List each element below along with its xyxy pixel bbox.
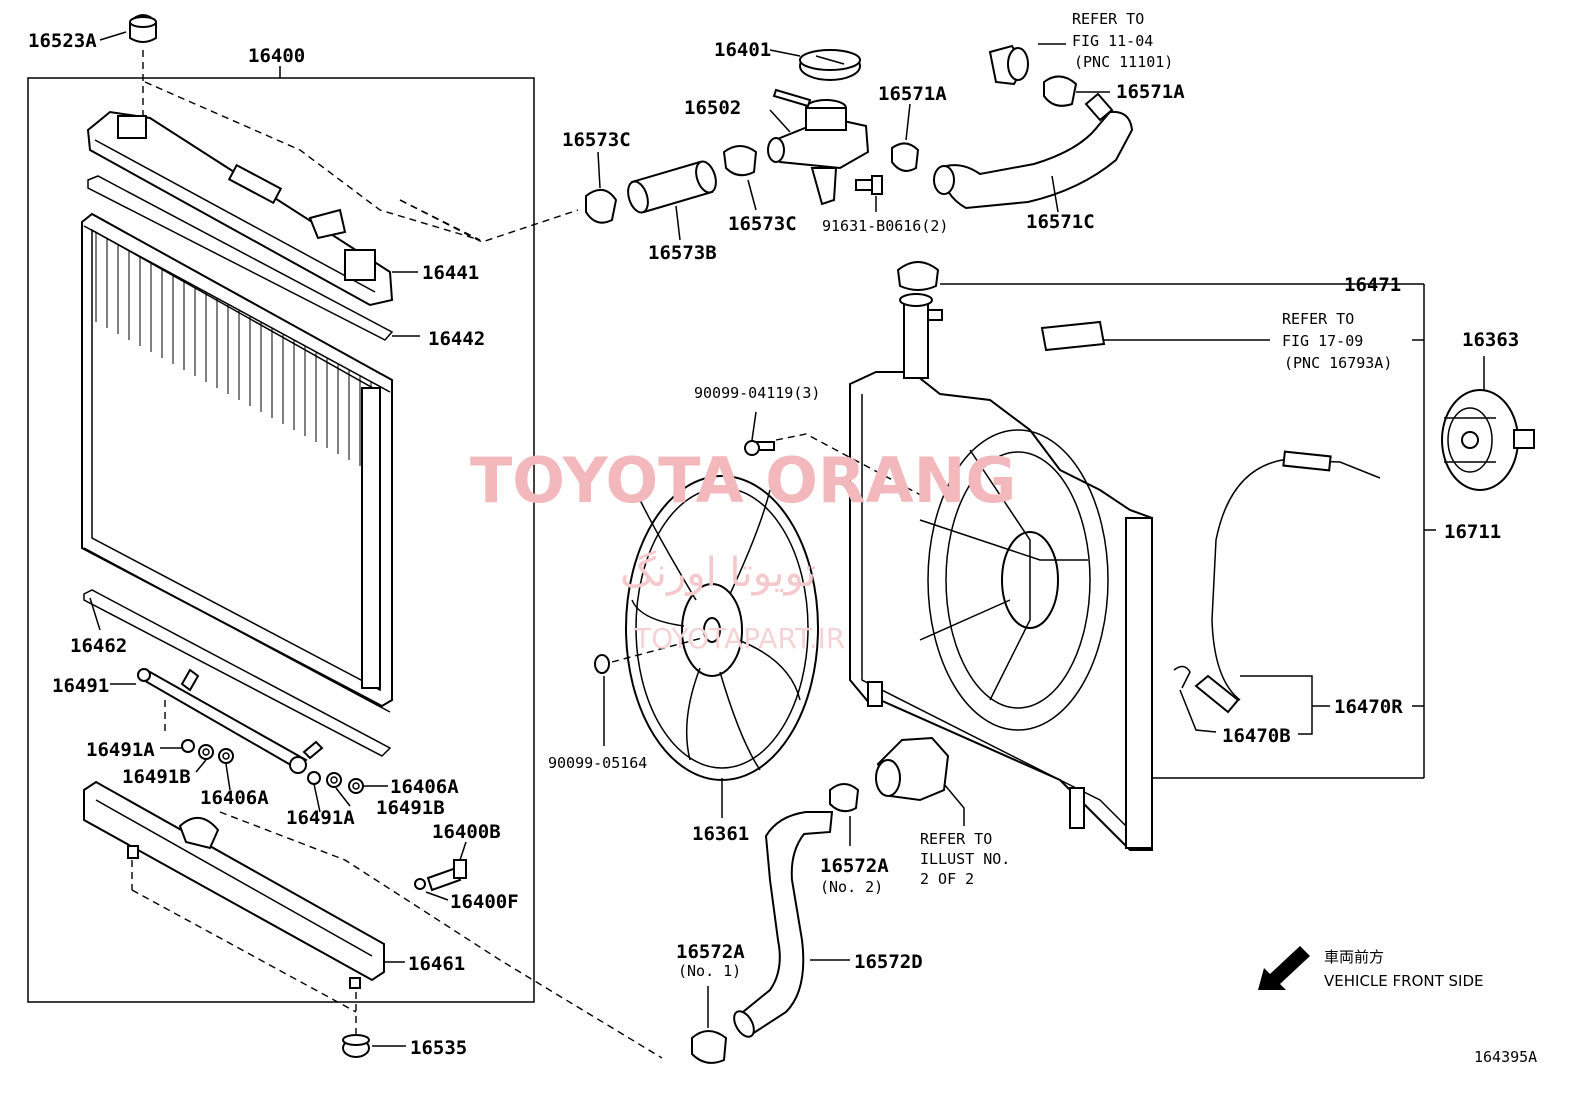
label-16491B-2: 16491B [376,797,445,819]
label-16572A-1-note: (No. 1) [678,962,741,980]
filler-neck-16502 [767,88,870,206]
label-16572A-2: 16572A [820,855,889,877]
upper-pipe-connector [988,44,1029,86]
label-16502: 16502 [684,97,741,119]
ref-fig1104-line1: REFER TO [1072,10,1144,28]
label-16442: 16442 [428,328,485,350]
clamp-16573C-2 [722,145,758,177]
ref-fig1709-line1: REFER TO [1282,310,1354,328]
clamp-16573C [585,189,618,224]
label-16572D: 16572D [854,951,923,973]
gasket-16442 [87,175,394,341]
label-16406A-2: 16406A [390,776,459,798]
label-16572A-1: 16572A [676,941,745,963]
label-16573C-2: 16573C [728,213,797,235]
drain-cock-16400B [414,859,467,892]
label-16711: 16711 [1444,521,1501,543]
radiator-cap-16401 [799,49,861,81]
hose-16573B [627,160,717,214]
lower-tank-16461 [83,780,385,989]
front-side-jp: 車両前方 [1324,948,1384,966]
label-91631-B0616: 91631-B0616(2) [822,217,948,235]
lower-hose-16572D [733,811,834,1038]
bolt-90099-04119 [744,440,775,456]
clamp-16571A-2 [1043,75,1078,107]
label-16573B: 16573B [648,242,717,264]
watermark-site: TOYOTAPART.IR [633,622,845,655]
drain-pipe-16491 [137,668,324,774]
label-16572A-2-note: (No. 2) [820,878,883,896]
radiator-cap-16523A [129,14,157,43]
hose-16571C [933,92,1134,210]
label-16462: 16462 [70,635,127,657]
reservoir-cap-16471 [896,261,940,291]
label-90099-05164: 90099-05164 [548,754,647,772]
label-16406A-1: 16406A [200,787,269,809]
label-16535: 16535 [410,1037,467,1059]
nut-90099-05164 [594,654,610,674]
ref-fig1709-line2: FIG 17-09 [1282,332,1363,350]
label-16571C: 16571C [1026,211,1095,233]
label-16363: 16363 [1462,329,1519,351]
label-16470B: 16470B [1222,725,1291,747]
label-16400F: 16400F [450,891,519,913]
bolt-91631 [855,175,883,195]
ref-fig1104-line3: (PNC 11101) [1074,53,1173,71]
front-side-en: VEHICLE FRONT SIDE [1324,972,1484,990]
fan-motor-16363 [1441,389,1535,491]
label-16491A-2: 16491A [286,807,355,829]
ref-illust-line3: 2 OF 2 [920,870,974,888]
ref-illust-line2: ILLUST NO. [920,850,1010,868]
watermark-main: TOYOTA ORANG [470,444,1016,517]
ref-illust-line1: REFER TO [920,830,992,848]
wiring-16470R [1194,450,1381,714]
water-outlet [875,736,950,802]
ref-fig1709-line3: (PNC 16793A) [1284,354,1392,372]
front-arrow [1258,946,1310,990]
label-16491B-1: 16491B [122,766,191,788]
label-16573C-1: 16573C [562,129,631,151]
label-16571A-2: 16571A [1116,81,1185,103]
label-16471: 16471 [1344,274,1401,296]
watermark-farsi: تویوتا اورنگ [620,550,816,596]
fan-16361 [625,475,819,781]
label-16361: 16361 [692,823,749,845]
label-16441: 16441 [422,262,479,284]
label-16491: 16491 [52,675,109,697]
label-16571A-1: 16571A [878,83,947,105]
clamp-16572A-no2 [829,783,860,813]
label-16400B: 16400B [432,821,501,843]
clamp-16572A-no1 [691,1030,728,1064]
clip-16470B [1173,665,1191,689]
label-16470R: 16470R [1334,696,1403,718]
gasket-16462 [83,589,392,757]
clamp-16571A [891,142,920,172]
label-16523A: 16523A [28,30,97,52]
radiator-core [81,212,393,713]
figure-id: 164395A [1474,1048,1537,1066]
label-plate [1040,320,1106,352]
radiator-assembly-box [27,77,535,1003]
cushion-16535 [342,1034,370,1058]
label-16461: 16461 [408,953,465,975]
label-90099-04119: 90099-04119(3) [694,384,820,402]
label-16400: 16400 [248,45,305,67]
ref-fig1104-line2: FIG 11-04 [1072,32,1153,50]
label-16401: 16401 [714,39,771,61]
fan-shroud-16711 [849,293,1153,851]
label-16491A-1: 16491A [86,739,155,761]
upper-tank-16441 [86,110,394,307]
